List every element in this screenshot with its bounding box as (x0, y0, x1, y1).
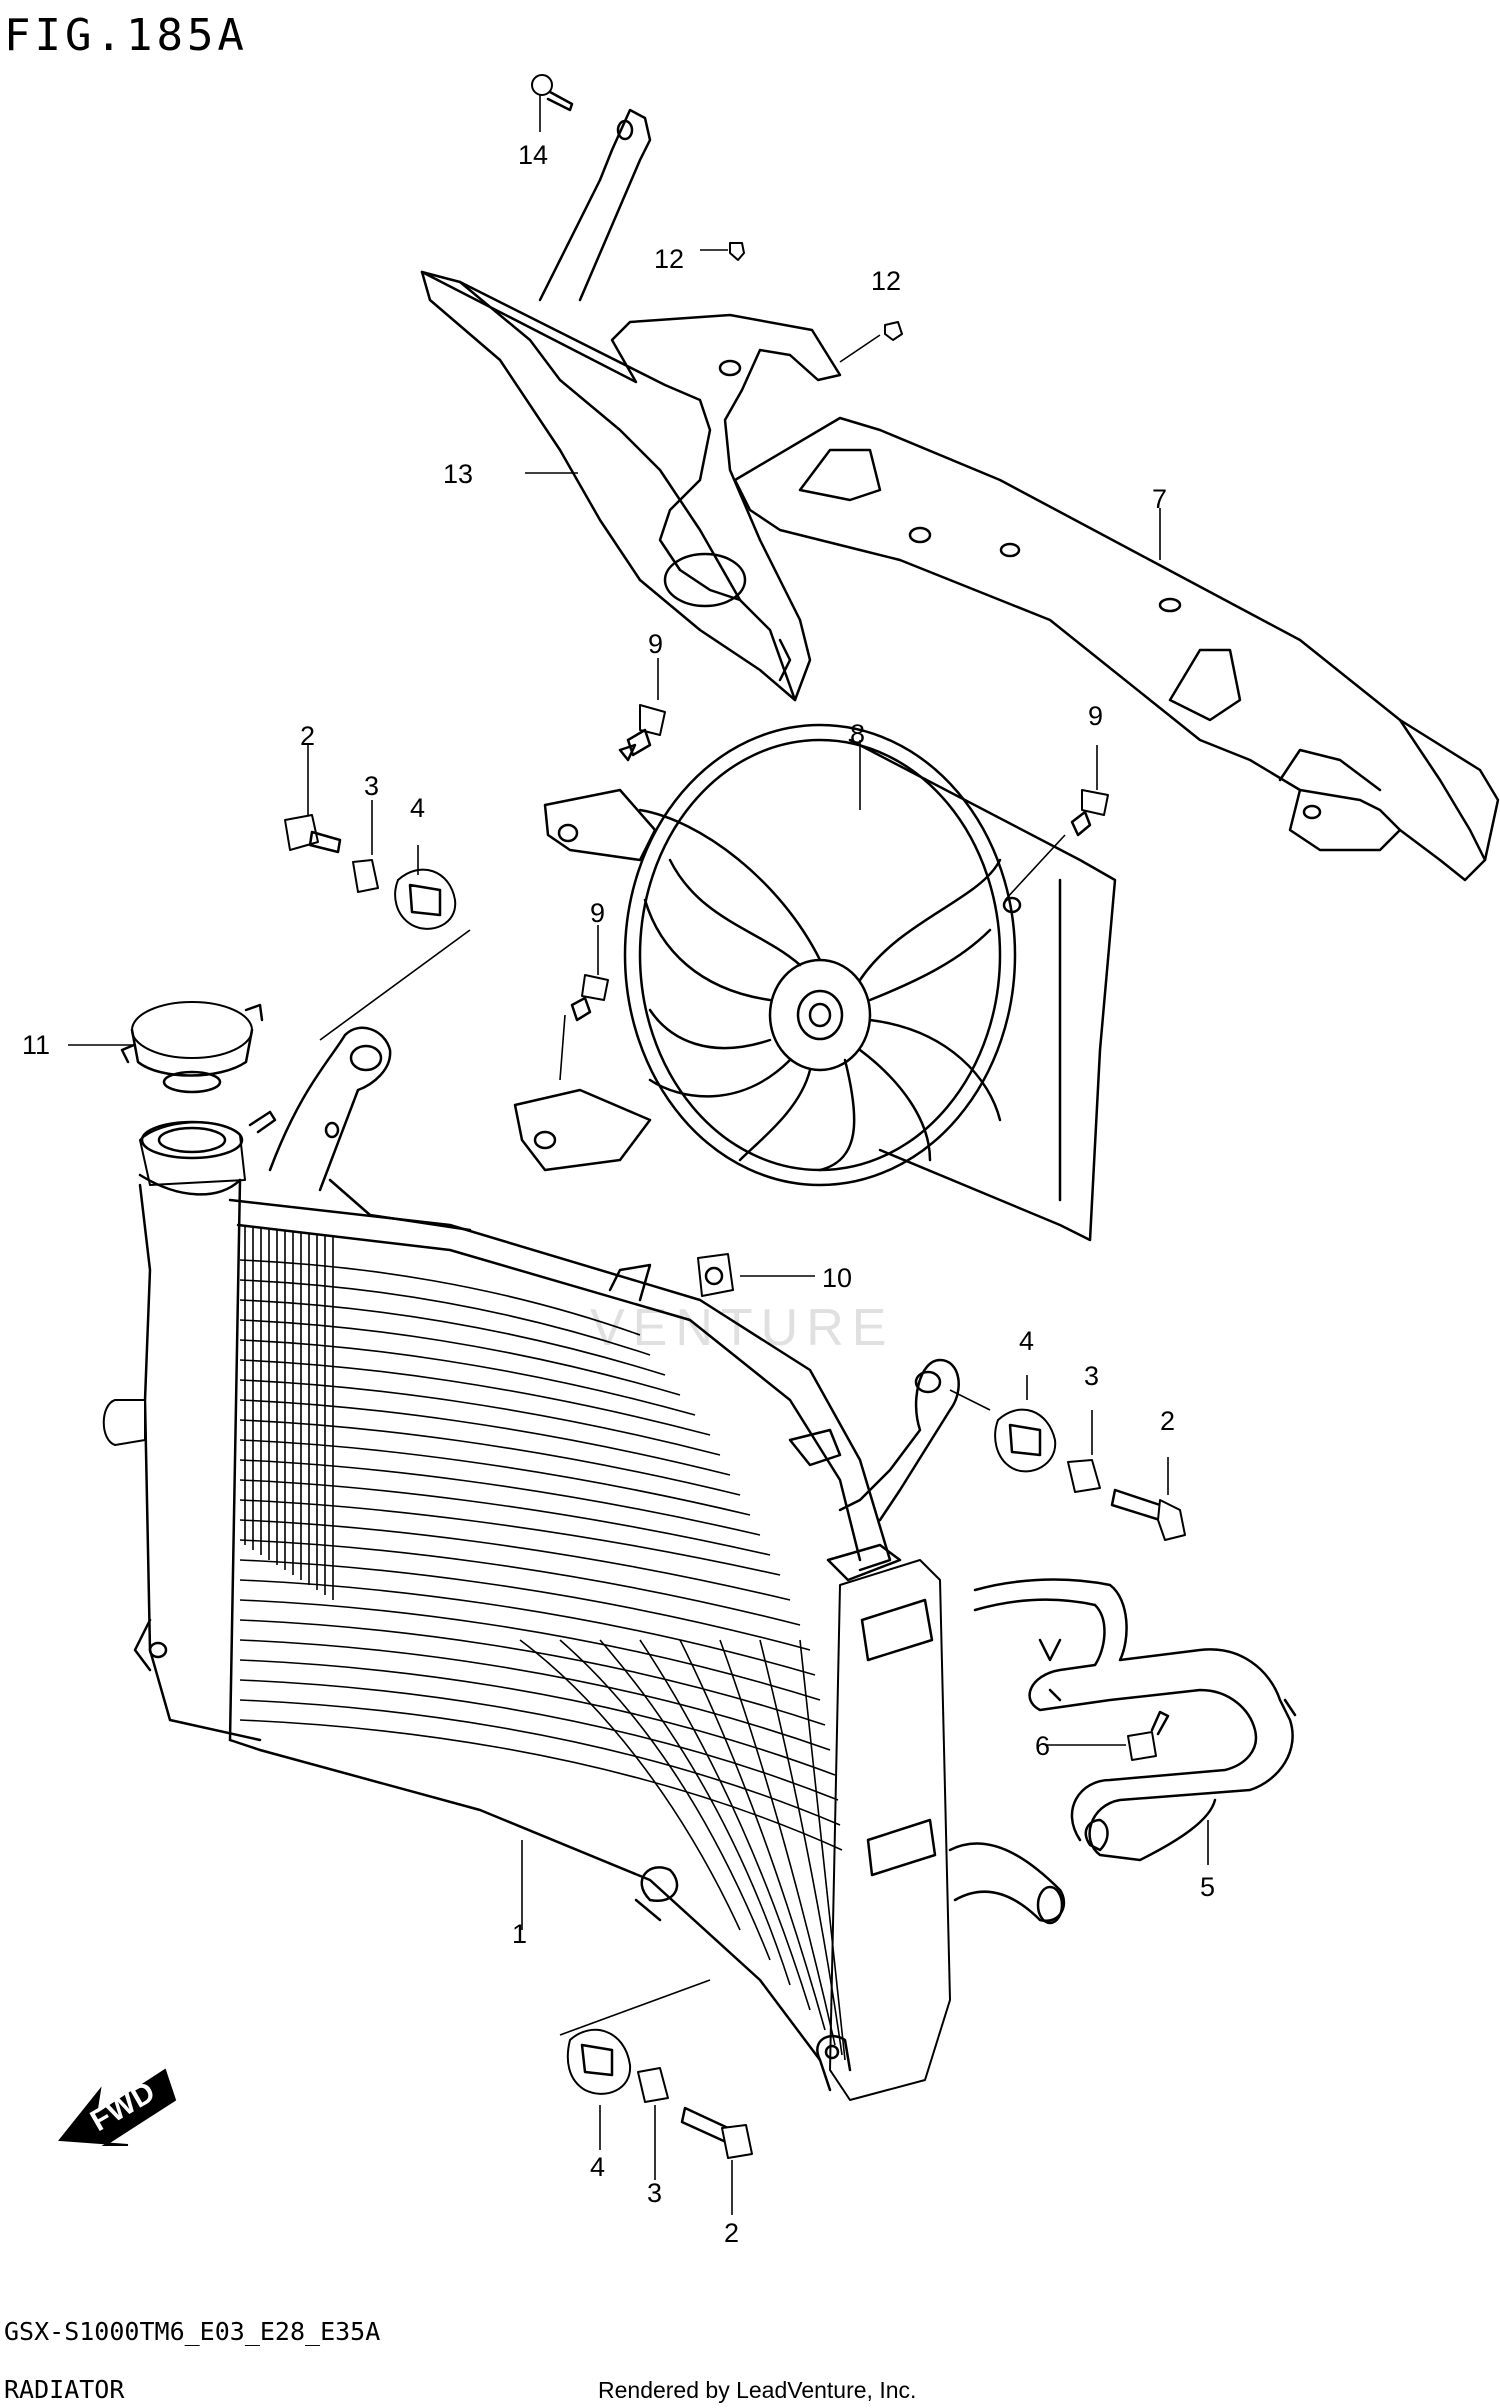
callout-9-left: 9 (590, 898, 605, 928)
part-9-bolts (570, 704, 1109, 1022)
figure-title: FIG.185A (4, 10, 248, 61)
renderer-credit: Rendered by LeadVenture, Inc. (598, 2377, 916, 2403)
model-code: GSX-S1000TM6_E03_E28_E35A (4, 2317, 380, 2346)
callout-7: 7 (1152, 484, 1167, 514)
part-2-3-4-right (994, 1408, 1186, 1541)
callout-14: 14 (518, 140, 548, 170)
part-10-nut (697, 1253, 734, 1297)
part-2-3-4-bottom (566, 2028, 753, 2159)
section-name: RADIATOR (4, 2375, 125, 2404)
callout-1: 1 (512, 1919, 527, 1949)
part-5-hose (973, 1578, 1297, 1862)
part-6-bolt (1127, 1710, 1170, 1761)
callout-13: 13 (443, 459, 473, 489)
fwd-arrow-icon: FWD (58, 2068, 177, 2146)
callout-2-bottom: 2 (724, 2218, 739, 2248)
callout-2-upper: 2 (300, 721, 315, 751)
part-2-3-4-upper-left (284, 814, 457, 930)
callout-4-upper: 4 (410, 793, 425, 823)
part-11-cap (120, 1001, 264, 1094)
callout-12-right: 12 (871, 266, 901, 296)
callout-10: 10 (822, 1263, 852, 1293)
part-14-bolt (531, 74, 574, 112)
callout-9-top: 9 (648, 629, 663, 659)
callout-8: 8 (850, 719, 865, 749)
part-7-shroud (733, 416, 1500, 882)
callout-4-right: 4 (1019, 1326, 1034, 1356)
part-1-radiator (102, 1026, 1066, 2101)
callout-4-bottom: 4 (590, 2152, 605, 2182)
leader-lines (68, 95, 1209, 2215)
callout-11: 11 (22, 1030, 50, 1060)
callout-2-right: 2 (1160, 1406, 1175, 1436)
callout-12-left: 12 (654, 244, 684, 274)
callout-3-bottom: 3 (647, 2178, 662, 2208)
part-8-fan-assembly (513, 723, 1117, 1242)
part-12-clips (729, 242, 903, 341)
callout-numbers: 14 12 12 13 7 9 8 9 2 3 4 9 11 10 4 3 2 … (22, 140, 1215, 2248)
callout-5: 5 (1200, 1872, 1215, 1902)
part-13-bracket (420, 108, 842, 702)
callout-9-right: 9 (1088, 701, 1103, 731)
callout-6: 6 (1035, 1731, 1050, 1761)
callout-3-right: 3 (1084, 1361, 1099, 1391)
callout-3-upper: 3 (364, 771, 379, 801)
watermark-text: VENTURE (590, 1299, 894, 1357)
